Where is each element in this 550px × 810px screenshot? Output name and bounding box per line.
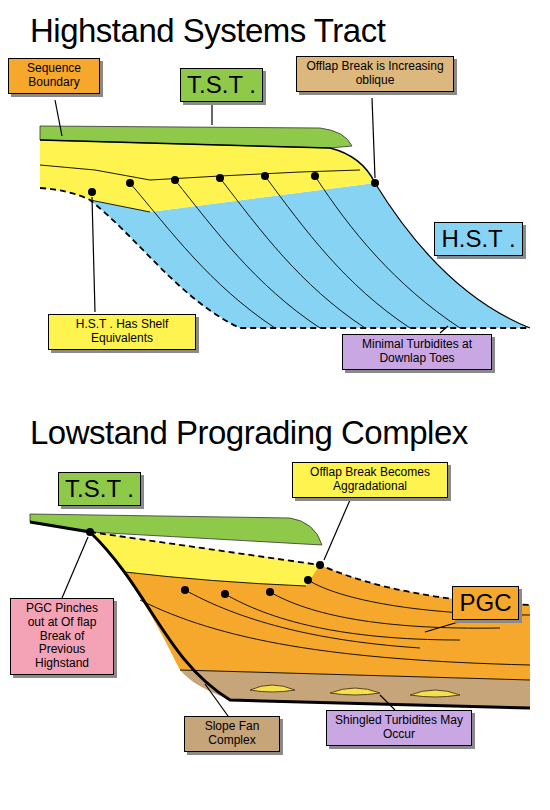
callout-box: Sequence Boundary	[8, 58, 100, 94]
callout-text: PGC Pinches out at Of flap Break of Prev…	[16, 602, 108, 671]
callout-text: Slope Fan Complex	[190, 720, 274, 748]
tract-label: T.S.T .	[58, 472, 141, 506]
callout-box: Minimal Turbidites at Downlap Toes	[342, 334, 492, 370]
callout-box: H.S.T . Has Shelf Equivalents	[48, 314, 196, 350]
panel-heading: Highstand Systems Tract	[30, 12, 385, 50]
callout-text: Sequence Boundary	[14, 62, 94, 90]
callout-text: H.S.T . Has Shelf Equivalents	[54, 318, 190, 346]
callout-text: Shingled Turbidites May Occur	[332, 714, 466, 742]
panel-heading: Lowstand Prograding Complex	[30, 414, 468, 452]
callout-text: Offlap Break is Increasing oblique	[302, 60, 448, 88]
callout-box: Offlap Break is Increasing oblique	[296, 56, 454, 92]
tract-label: PGC	[452, 586, 519, 620]
callout-text: T.S.T .	[65, 475, 134, 503]
highstand-section	[40, 98, 530, 333]
callout-text: Minimal Turbidites at Downlap Toes	[348, 338, 486, 366]
callout-text: H.S.T .	[441, 225, 516, 253]
callout-text: T.S.T .	[187, 71, 256, 99]
callout-box: Shingled Turbidites May Occur	[326, 710, 472, 746]
callout-box: PGC Pinches out at Of flap Break of Prev…	[10, 598, 114, 675]
tract-label: H.S.T .	[434, 222, 523, 256]
callout-box: Slope Fan Complex	[184, 716, 280, 752]
callout-box: Offlap Break Becomes Aggradational	[292, 462, 448, 498]
callout-text: Offlap Break Becomes Aggradational	[298, 466, 442, 494]
tract-label: T.S.T .	[180, 68, 263, 102]
callout-text: PGC	[459, 589, 512, 617]
